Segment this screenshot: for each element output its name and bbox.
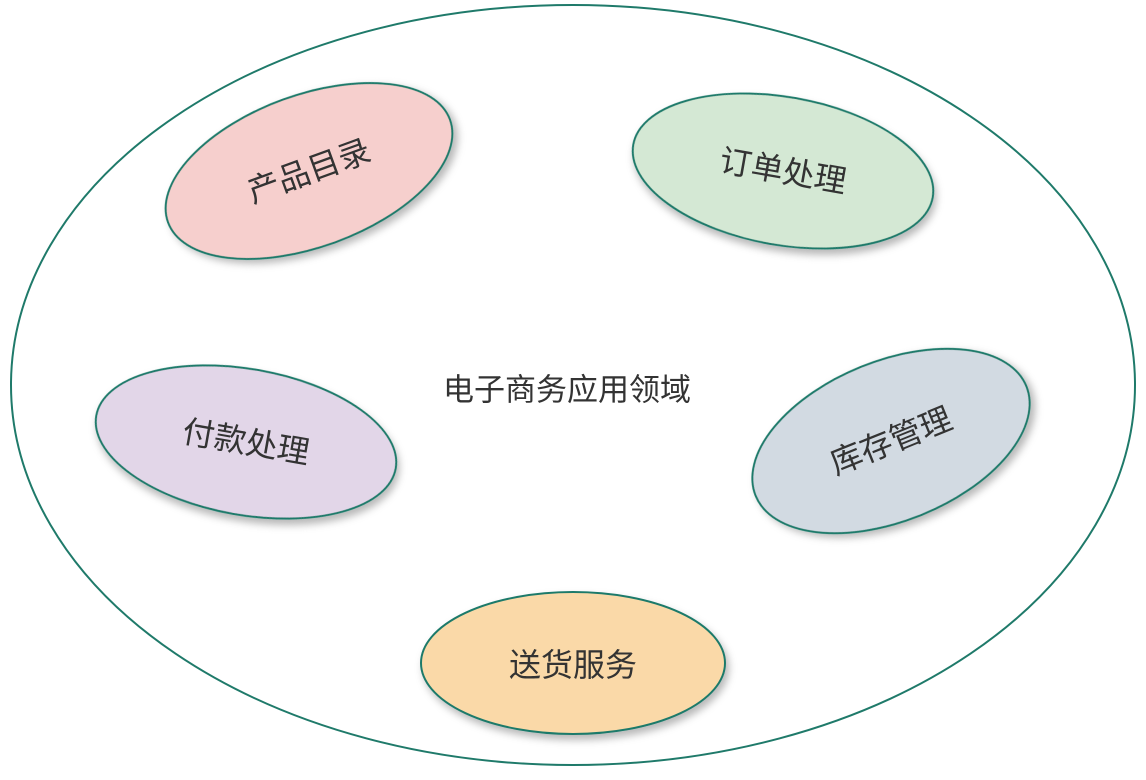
subdomain-inventory-management: 库存管理 xyxy=(751,347,1031,535)
subdomain-delivery-service: 送货服务 xyxy=(420,591,726,735)
subdomain-label: 送货服务 xyxy=(509,646,637,684)
domain-label: 电子商务应用领域 xyxy=(443,373,691,409)
subdomain-ellipse xyxy=(631,92,935,250)
subdomain-ellipse xyxy=(164,82,454,260)
subdomain-order-processing: 订单处理 xyxy=(631,92,935,250)
subdomain-payment-processing: 付款处理 xyxy=(94,364,398,520)
subdomain-ellipse xyxy=(751,347,1031,535)
subdomain-product-catalog: 产品目录 xyxy=(164,82,454,260)
subdomain-ellipse xyxy=(420,591,726,735)
subdomain-ellipse xyxy=(94,364,398,520)
